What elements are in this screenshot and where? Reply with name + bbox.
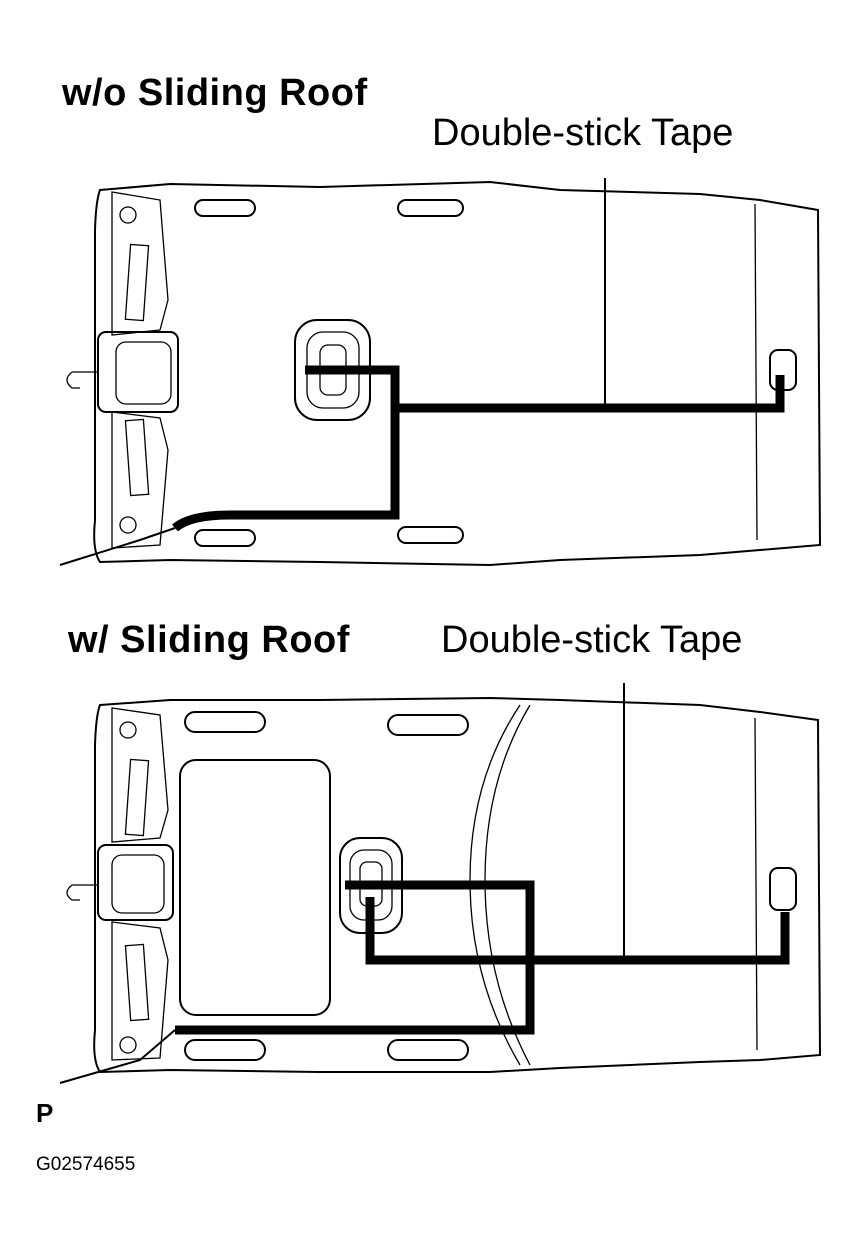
diagram1-rear-edge bbox=[111, 191, 169, 549]
diagram1-roof-outline bbox=[93, 180, 822, 567]
diagram2-callout-label: Double-stick Tape bbox=[441, 619, 743, 661]
diagram2-title: w/ Sliding Roof bbox=[68, 619, 350, 661]
diagram1-callout-label: Double-stick Tape bbox=[432, 112, 734, 154]
diagram1-title: w/o Sliding Roof bbox=[62, 72, 368, 114]
diagram1-harness bbox=[172, 365, 785, 532]
diagram1-grip-2 bbox=[397, 199, 464, 217]
diagram1-grip-4 bbox=[397, 526, 464, 544]
diagram1-grip-3 bbox=[194, 529, 256, 547]
footer-letter: P bbox=[36, 1098, 54, 1128]
diagram1-grip-1 bbox=[194, 199, 256, 217]
diagram1-rear-line bbox=[754, 203, 758, 541]
figure-code: G02574655 bbox=[36, 1154, 136, 1175]
